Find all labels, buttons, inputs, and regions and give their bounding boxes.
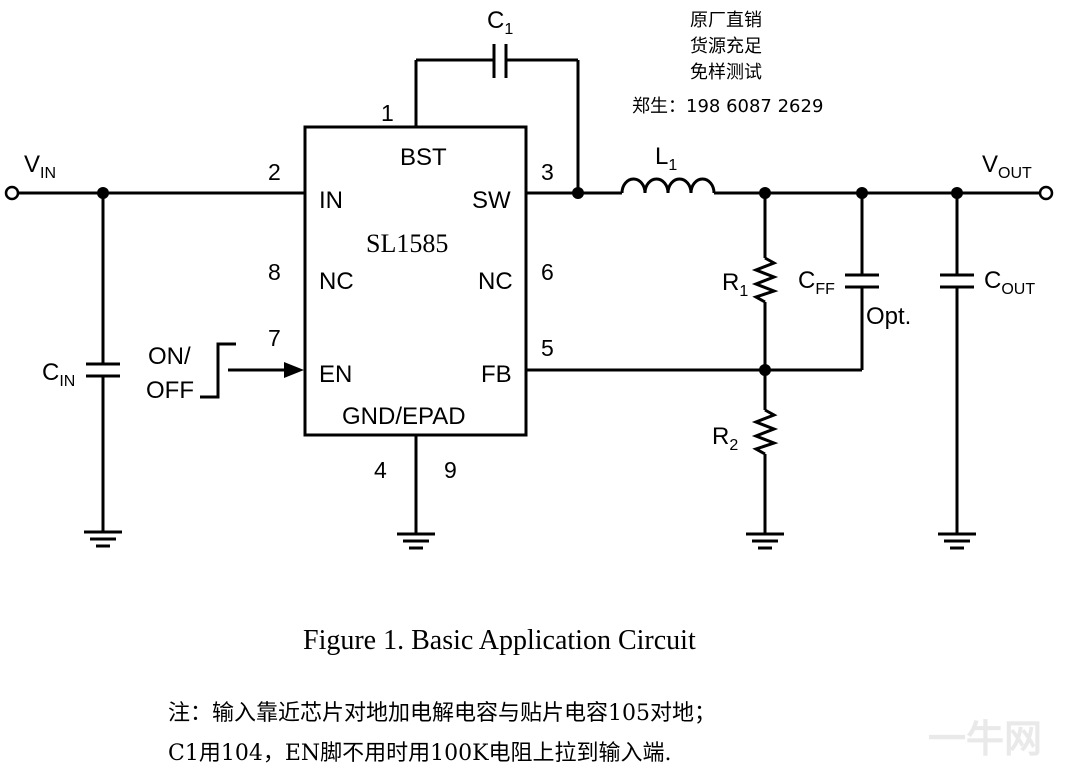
pin-number-2: 2 <box>268 159 281 185</box>
vout-label: VOUT <box>982 151 1032 182</box>
r2-label: R2 <box>712 423 738 454</box>
on-off-step-icon <box>200 342 236 399</box>
pin-number-8: 8 <box>268 259 281 285</box>
note-line-2: C1用104，EN脚不用时用100K电阻上拉到输入端. <box>168 741 672 766</box>
vin-terminal <box>4 185 20 201</box>
pin-label-in: IN <box>319 187 343 214</box>
junction-dot <box>572 187 584 199</box>
ground-icon <box>397 532 435 550</box>
vout-terminal <box>1038 185 1054 201</box>
pin-label-en: EN <box>319 361 352 388</box>
inductor-l1 <box>620 177 716 194</box>
resistor-r1 <box>751 256 779 304</box>
pin-number-3: 3 <box>541 159 554 185</box>
pin-label-bst: BST <box>400 144 447 171</box>
pin-label-gnd: GND/EPAD <box>342 403 466 430</box>
pin-label-sw: SW <box>472 187 511 214</box>
pin-label-fb: FB <box>481 361 512 388</box>
promo-contact: 郑生：198 6087 2629 <box>632 96 823 117</box>
cout-label: COUT <box>984 267 1035 298</box>
en-arrow-icon <box>284 362 304 378</box>
pin-number-1: 1 <box>381 100 394 126</box>
resistor-r2 <box>751 408 779 456</box>
pin-label-nc-right: NC <box>478 268 513 295</box>
c1-label: C1 <box>487 7 513 38</box>
promo-line-1: 原厂直销 <box>690 10 762 31</box>
promo-line-3: 免样测试 <box>690 62 762 83</box>
chip-name: SL1585 <box>366 229 448 258</box>
on-label: ON/ <box>148 343 191 370</box>
pin-number-9: 9 <box>444 457 457 483</box>
r1-label: R1 <box>722 269 748 300</box>
note-line-1: 注：输入靠近芯片对地加电解电容与贴片电容105对地； <box>168 701 716 726</box>
l1-label: L1 <box>655 143 677 174</box>
cin-label: CIN <box>42 359 75 390</box>
ground-icon <box>938 532 976 550</box>
opt-label: Opt. <box>866 303 911 330</box>
figure-caption: Figure 1. Basic Application Circuit <box>303 625 696 656</box>
pin-number-7: 7 <box>268 325 281 351</box>
off-label: OFF <box>146 377 194 404</box>
ground-icon <box>746 532 784 550</box>
ground-icon <box>84 530 122 548</box>
pin-number-4: 4 <box>374 457 387 483</box>
watermark-text: 一牛网 <box>928 717 1042 761</box>
vin-label: VIN <box>24 151 56 182</box>
pin-label-nc-left: NC <box>319 268 354 295</box>
cff-label: CFF <box>798 267 835 298</box>
pin-number-6: 6 <box>541 259 554 285</box>
promo-line-2: 货源充足 <box>690 36 762 57</box>
pin-number-5: 5 <box>541 335 554 361</box>
